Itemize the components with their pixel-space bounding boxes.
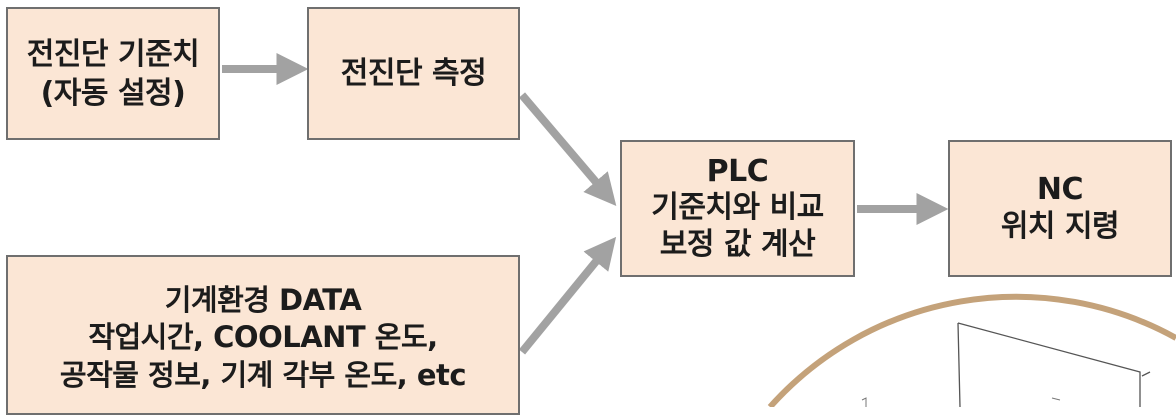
plc-label: PLC 기준치와 비교 보정 값 계산 (651, 153, 824, 262)
plc-box: PLC 기준치와 비교 보정 값 계산 (620, 140, 855, 277)
nc-box: NC 위치 지령 (948, 140, 1172, 277)
illustration-machine-detail (861, 397, 1061, 407)
machine-environment-box: 기계환경 DATA 작업시간, COOLANT 온도, 공작물 정보, 기계 각… (6, 255, 520, 415)
arrow-meas-to-plc (518, 92, 617, 206)
nc-label: NC 위치 지령 (1000, 171, 1120, 244)
reference-value-box: 전진단 기준치 (자동 설정) (6, 7, 220, 140)
reference-value-label: 전진단 기준치 (자동 설정) (26, 36, 200, 111)
machine-illustration (767, 293, 1176, 407)
arrow-env-to-plc (518, 236, 617, 355)
measurement-box: 전진단 측정 (307, 7, 520, 140)
illustration-machine-outline (957, 322, 1151, 407)
measurement-label: 전진단 측정 (340, 56, 487, 91)
machine-environment-label: 기계환경 DATA 작업시간, COOLANT 온도, 공작물 정보, 기계 각… (59, 283, 467, 392)
illustration-circle-arc (767, 293, 1176, 407)
